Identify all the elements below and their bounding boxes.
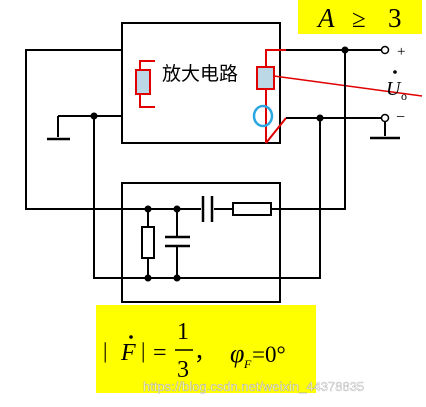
input-resistor	[135, 69, 151, 95]
output-voltage-dot	[393, 70, 397, 74]
gain-ge-sign: ≥	[352, 6, 366, 33]
feedback-condition-highlight	[96, 305, 316, 393]
comma-separator: ，	[194, 341, 216, 366]
left-return-wire	[93, 116, 122, 279]
phase-value: =0°	[252, 342, 286, 367]
fraction-numerator: 1	[177, 319, 189, 345]
phase-subscript: F	[243, 357, 252, 371]
gain-threshold-value: 3	[388, 3, 402, 33]
abs-bar-right: |	[141, 338, 145, 363]
equals-sign: =	[153, 340, 167, 366]
gain-symbol: A	[316, 3, 335, 33]
shunt-resistor	[141, 226, 155, 259]
output-minus-terminal	[380, 113, 390, 123]
fraction-denominator: 3	[177, 357, 189, 383]
output-minus-label: −	[396, 109, 405, 126]
gain-condition-highlight	[298, 0, 422, 34]
phase-symbol: φ	[230, 339, 244, 368]
abs-bar-left: |	[103, 338, 107, 363]
feedback-network-block	[121, 182, 281, 303]
feedback-factor-dot	[129, 335, 133, 339]
amplifier-label: 放大电路	[162, 63, 238, 85]
output-voltage-symbol: U	[386, 78, 402, 100]
feedback-input-wire	[271, 50, 346, 210]
output-voltage-subscript: o	[401, 89, 407, 103]
output-voltage-arrow-line	[273, 75, 423, 97]
output-resistor	[256, 66, 275, 90]
output-ground-link	[265, 117, 287, 144]
output-bracket	[265, 49, 286, 143]
series-resistor	[232, 202, 272, 216]
feedback-factor-symbol: F	[120, 340, 136, 366]
feedback-return-wire	[280, 118, 321, 279]
output-plus-terminal	[380, 45, 390, 55]
output-plus-label: +	[397, 44, 405, 60]
dependent-source-marker	[252, 104, 274, 128]
watermark-url: https://blog.csdn.net/weixin_44378835	[143, 379, 364, 394]
left-input-wire	[25, 49, 122, 210]
amplifier-block	[121, 22, 281, 144]
